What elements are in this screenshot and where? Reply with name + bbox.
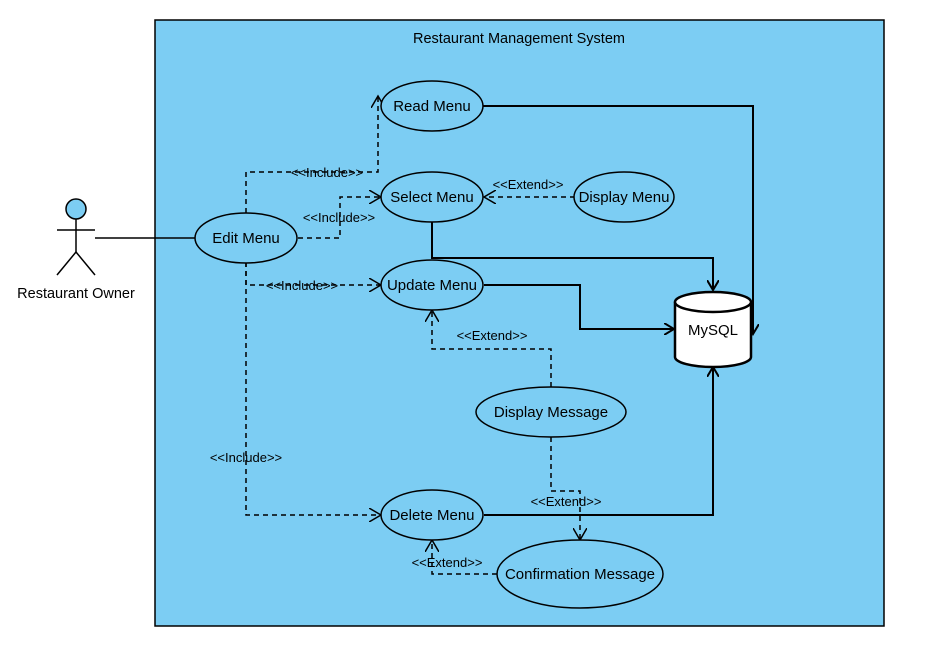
include-label-delete: <<Include>> bbox=[210, 450, 282, 465]
connector-read-mysql bbox=[483, 105, 753, 334]
use-case-label: Update Menu bbox=[387, 277, 477, 294]
connector-update-mysql bbox=[484, 284, 674, 329]
database-label: MySQL bbox=[688, 322, 738, 339]
use-case-label: Delete Menu bbox=[389, 507, 474, 524]
use-case-update-menu[interactable]: Update Menu bbox=[380, 259, 484, 311]
use-case-edit-menu[interactable]: Edit Menu bbox=[194, 212, 298, 264]
use-case-label: Select Menu bbox=[390, 189, 473, 206]
include-edit-select bbox=[298, 197, 381, 239]
use-case-label: Display Menu bbox=[579, 189, 670, 206]
include-label-select: <<Include>> bbox=[303, 210, 375, 225]
use-case-label: Confirmation Message bbox=[505, 566, 655, 583]
include-label-update: <<Include>> bbox=[266, 278, 338, 293]
use-case-confirmation-message[interactable]: Confirmation Message bbox=[496, 539, 664, 609]
actor-head-icon bbox=[65, 198, 87, 220]
include-edit-delete bbox=[245, 262, 381, 515]
system-title: Restaurant Management System bbox=[413, 31, 625, 47]
use-case-select-menu[interactable]: Select Menu bbox=[380, 171, 484, 223]
use-case-display-menu[interactable]: Display Menu bbox=[573, 171, 675, 223]
extend-label-message-confirmation: <<Extend>> bbox=[531, 494, 602, 509]
database-mysql-icon[interactable]: MySQL bbox=[673, 290, 753, 369]
system-boundary bbox=[154, 19, 885, 627]
include-edit-read bbox=[245, 96, 378, 213]
extend-label-display-message: <<Extend>> bbox=[457, 328, 528, 343]
use-case-read-menu[interactable]: Read Menu bbox=[380, 80, 484, 132]
use-case-label: Display Message bbox=[494, 404, 608, 421]
use-case-label: Edit Menu bbox=[212, 230, 280, 247]
extend-confirmation-delete bbox=[432, 540, 497, 575]
include-label-read: <<Include>> bbox=[291, 165, 363, 180]
extend-displaymessage-confirmation bbox=[550, 437, 580, 540]
actor-label: Restaurant Owner bbox=[17, 286, 135, 302]
use-case-label: Read Menu bbox=[393, 98, 471, 115]
use-case-display-message[interactable]: Display Message bbox=[475, 386, 627, 438]
extend-label-confirmation-delete: <<Extend>> bbox=[412, 555, 483, 570]
connector-select-mysql bbox=[431, 222, 713, 290]
extend-label-display-menu: <<Extend>> bbox=[493, 177, 564, 192]
use-case-delete-menu[interactable]: Delete Menu bbox=[380, 489, 484, 541]
connector-delete-mysql bbox=[484, 367, 713, 516]
actor-restaurant-owner[interactable]: Restaurant Owner bbox=[17, 198, 135, 302]
extend-displaymessage-update bbox=[432, 310, 552, 387]
